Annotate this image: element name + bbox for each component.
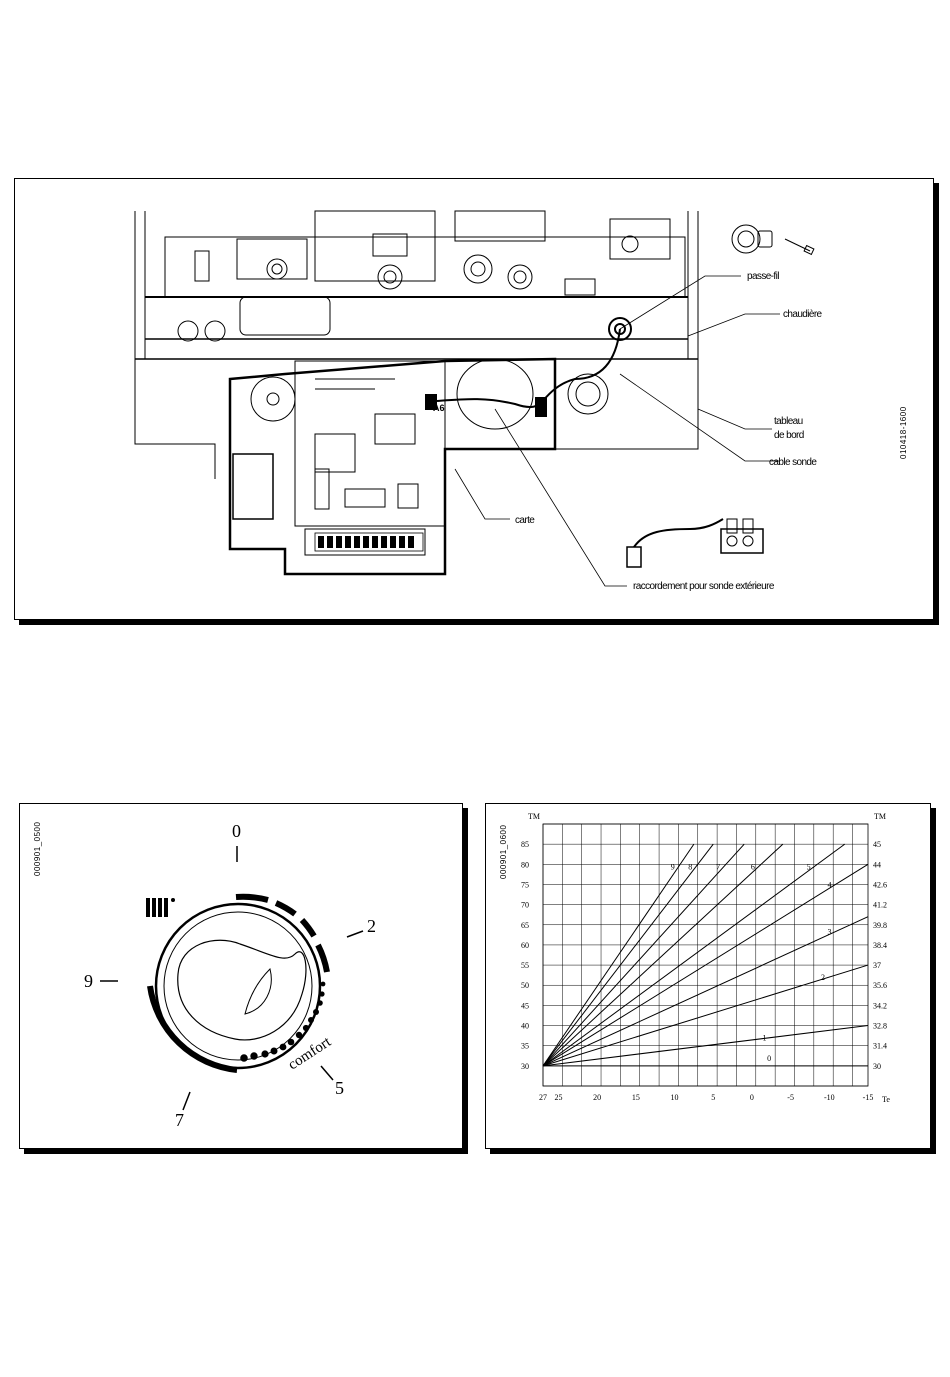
left-tick-label: 70 [521,901,529,910]
right-tick-label: 41.2 [873,901,887,910]
right-tick-label: 35.6 [873,981,887,990]
left-tick-label: 30 [521,1062,529,1071]
right-tick-label: 45 [873,840,881,849]
knob-mark-7: 7 [175,1110,184,1130]
left-tick-label: 45 [521,1001,529,1010]
boiler-diagram-panel: passe-fil chaudière tableau de bord cabl… [14,178,934,620]
x-tick-label: 25 [554,1093,562,1102]
x-tick-label: 5 [711,1093,715,1102]
knob-code: 000901_0500 [33,822,42,876]
curve-6 [543,844,783,1066]
left-tick-label: 50 [521,981,529,990]
chart-code: 000901_0600 [499,825,508,879]
right-tick-label: 32.8 [873,1022,887,1031]
boiler-drawing: passe-fil chaudière tableau de bord cabl… [15,179,935,621]
x-axis-title: Te [882,1095,890,1104]
x-tick-label: -5 [787,1093,794,1102]
x-tick-label: 0 [750,1093,754,1102]
label-chaudiere: chaudière [783,309,823,320]
knob-mark-2: 2 [367,916,376,936]
left-tick-label: 85 [521,840,529,849]
curve-label-9: 9 [671,862,675,871]
right-tick-label: 39.8 [873,921,887,930]
label-tableau: tableau [774,416,803,427]
right-tick-label: 30 [873,1062,881,1071]
left-axis-title: TM [528,812,540,821]
right-tick-label: 31.4 [873,1042,887,1051]
label-cable-sonde: cable sonde [769,457,817,468]
curve-label-2: 2 [821,973,825,982]
curve-7 [543,844,744,1066]
curve-9 [543,844,694,1066]
left-tick-label: 75 [521,880,529,889]
knob-mark-0: 0 [232,821,241,841]
label-connector: A6 [433,403,445,413]
right-tick-label: 37 [873,961,881,970]
right-tick-label: 34.2 [873,1001,887,1010]
curve-label-1: 1 [763,1034,767,1043]
left-tick-label: 40 [521,1022,529,1031]
curve-2 [543,965,868,1066]
knob-outer-ring[interactable] [156,904,320,1068]
x-tick-label: -10 [824,1093,835,1102]
label-de-bord: de bord [774,430,804,441]
left-tick-label: 80 [521,860,529,869]
knob-panel: 000901_0500 [19,803,463,1149]
x-tick-label: 27 [539,1093,547,1102]
curve-label-0: 0 [767,1054,771,1063]
left-tick-label: 65 [521,921,529,930]
right-tick-label: 44 [873,860,881,869]
heating-curve-chart: 000901_0600 TM TM Te 8580757065605550454… [486,804,932,1150]
left-tick-label: 60 [521,941,529,950]
curve-5 [543,844,845,1066]
label-passe-fil: passe-fil [747,271,779,282]
curve-label-7: 7 [716,862,720,871]
left-tick-label: 35 [521,1042,529,1051]
curve-8 [543,844,713,1066]
curve-label-6: 6 [751,862,755,871]
curve-label-4: 4 [828,880,832,889]
label-raccordement: raccordement pour sonde extérieure [633,581,775,592]
knob-mark-5: 5 [335,1078,344,1098]
x-tick-label: -15 [863,1093,874,1102]
curve-label-5: 5 [807,862,811,871]
right-axis-title: TM [874,812,886,821]
curve-3 [543,917,868,1066]
x-tick-label: 20 [593,1093,601,1102]
left-tick-label: 55 [521,961,529,970]
curve-label-3: 3 [828,928,832,937]
x-tick-label: 10 [671,1093,679,1102]
right-tick-label: 42.6 [873,880,887,889]
drawing-code: 010418-1600 [899,406,908,459]
right-tick-label: 38.4 [873,941,887,950]
x-tick-label: 15 [632,1093,640,1102]
knob-drawing: 000901_0500 [20,804,464,1150]
label-carte: carte [515,515,535,526]
curve-label-8: 8 [688,862,692,871]
radiator-icon [146,898,175,917]
knob-mark-9: 9 [84,971,93,991]
